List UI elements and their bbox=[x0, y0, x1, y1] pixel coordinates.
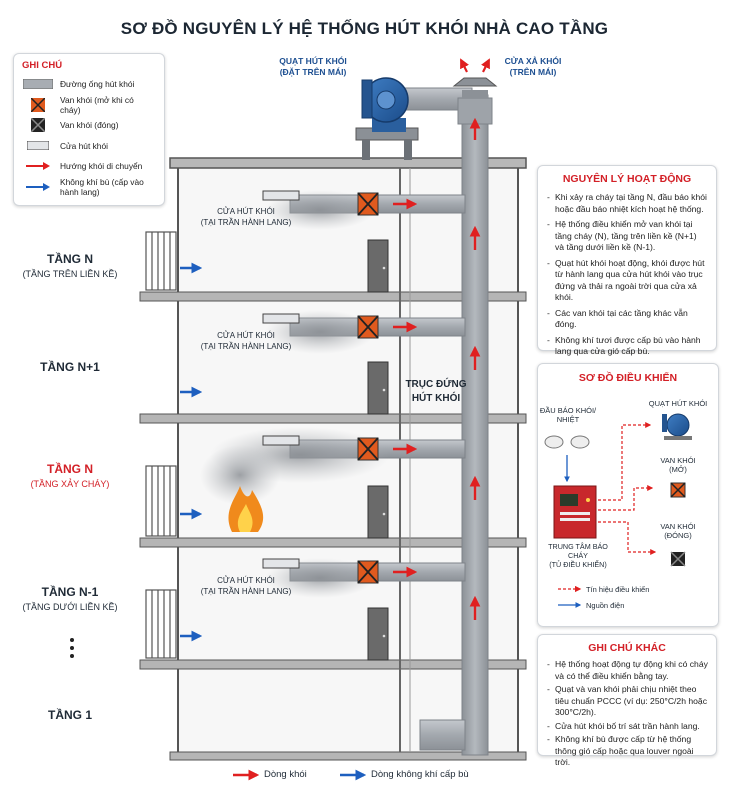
door bbox=[367, 607, 389, 661]
legend-item-makeup-air: Không khí bù (cấp vào hành lang) bbox=[22, 177, 156, 198]
power-legend-label: Nguồn điện bbox=[586, 601, 625, 610]
bottom-legend-air: Dòng không khí cấp bù bbox=[371, 769, 469, 780]
floor-label: TẦNG N-1(TẦNG DƯỚI LIỀN KỀ) bbox=[22, 585, 118, 612]
smoke-flow-arrow bbox=[393, 117, 481, 620]
fire-alarm-panel-icon bbox=[553, 485, 597, 539]
damper-open-icon bbox=[22, 97, 54, 112]
damper-open-icon bbox=[357, 192, 379, 216]
list-item: Hệ thống điều khiển mở van khói tại tầng… bbox=[546, 219, 708, 254]
control-diagram bbox=[544, 413, 692, 608]
grille-label: CỬA HÚT KHÓI(TẠI TRẦN HÀNH LANG) bbox=[200, 207, 292, 227]
grille-label: CỬA HÚT KHÓI(TẠI TRẦN HÀNH LANG) bbox=[200, 576, 292, 596]
principle-list: Khi xảy ra cháy tại tầng N, đầu báo khói… bbox=[546, 192, 708, 358]
fan-label: QUẠT HÚT KHÓI(ĐẶT TRÊN MÁI) bbox=[279, 56, 347, 77]
smoke-exhaust-fan-icon bbox=[355, 77, 419, 160]
list-item: Cửa hút khói bố trí sát trần hành lang. bbox=[546, 721, 708, 733]
damper-closed-icon bbox=[22, 118, 54, 133]
damper-open-icon bbox=[670, 482, 686, 498]
balcony-railing bbox=[145, 231, 177, 659]
principle-panel: NGUYÊN LÝ HOẠT ĐỘNG Khi xảy ra cháy tại … bbox=[537, 165, 717, 356]
list-item: Các van khói tại các tầng khác vẫn đóng. bbox=[546, 308, 708, 331]
duct-icon bbox=[22, 77, 54, 91]
floor-label: TẦNG 1 bbox=[47, 708, 92, 722]
control-title: SƠ ĐỒ ĐIỀU KHIỂN bbox=[578, 372, 678, 384]
damper-open-label: VAN KHÓI(MỞ) bbox=[660, 456, 696, 474]
legend-panel: GHI CHÚ Đường ống hút khói Van khói (mở … bbox=[13, 53, 165, 206]
signal-legend-label: Tín hiệu điều khiển bbox=[586, 585, 650, 594]
legend-item-grille: Cửa hút khói bbox=[22, 136, 156, 157]
smoke-grille-icon bbox=[22, 139, 54, 153]
damper-open-icon bbox=[357, 315, 379, 339]
list-item: Quạt và van khói phải chịu nhiệt theo ti… bbox=[546, 684, 708, 719]
floor-label: TẦNG N(TẦNG TRÊN LIỀN KỀ) bbox=[22, 252, 118, 279]
page-title: SƠ ĐỒ NGUYÊN LÝ HỆ THỐNG HÚT KHÓI NHÀ CA… bbox=[120, 19, 609, 39]
notes-list: Hệ thống hoạt động tự động khi có cháy v… bbox=[546, 659, 708, 769]
ellipsis-dots bbox=[70, 638, 74, 658]
list-item: Khi xảy ra cháy tại tầng N, đầu báo khói… bbox=[546, 192, 708, 215]
grille-label: CỬA HÚT KHÓI(TẠI TRẦN HÀNH LANG) bbox=[200, 331, 292, 351]
red-arrow-icon bbox=[22, 159, 54, 173]
damper-open-icon bbox=[357, 560, 379, 584]
detector-label: ĐẦU BÁO KHÓI/NHIỆT bbox=[539, 406, 597, 424]
blue-arrow-icon bbox=[22, 180, 54, 194]
outlet-label: CỬA XẢ KHÓI(TRÊN MÁI) bbox=[504, 56, 562, 77]
legend-item-duct: Đường ống hút khói bbox=[22, 74, 156, 95]
legend-title: GHI CHÚ bbox=[22, 60, 63, 71]
smoke-detector-icon bbox=[544, 435, 590, 449]
floor-label-fire: TẦNG N(TẦNG XẢY CHÁY) bbox=[30, 462, 110, 489]
damper-closed-icon bbox=[670, 551, 686, 567]
list-item: Không khí tươi được cấp bù vào hành lang… bbox=[546, 335, 708, 358]
list-item: Quạt hút khói hoạt động, khói được hút t… bbox=[546, 258, 708, 304]
door bbox=[367, 361, 389, 415]
notes-panel: GHI CHÚ KHÁC Hệ thống hoạt động tự động … bbox=[537, 634, 717, 767]
legend-item-smoke-direction: Hướng khói di chuyển bbox=[22, 156, 156, 177]
bottom-legend-smoke: Dòng khói bbox=[264, 769, 307, 780]
legend-item-damper-open: Van khói (mở khi có cháy) bbox=[22, 95, 156, 116]
smoke-outlet-icon bbox=[452, 58, 498, 98]
door bbox=[367, 485, 389, 539]
damper-open-icon bbox=[357, 437, 379, 461]
fire-icon bbox=[228, 486, 264, 532]
list-item: Không khí bù được cấp từ hệ thống thông … bbox=[546, 734, 708, 769]
floor-label: TẦNG N+1 bbox=[40, 360, 100, 374]
control-fan-label: QUẠT HÚT KHÓI bbox=[648, 399, 708, 408]
damper-closed-label: VAN KHÓI(ĐÓNG) bbox=[660, 522, 696, 540]
principle-title: NGUYÊN LÝ HOẠT ĐỘNG bbox=[562, 173, 692, 185]
notes-title: GHI CHÚ KHÁC bbox=[588, 642, 666, 654]
list-item: Hệ thống hoạt động tự động khi có cháy v… bbox=[546, 659, 708, 682]
door bbox=[367, 239, 389, 293]
makeup-air-arrow bbox=[180, 262, 203, 642]
alarm-panel-label: TRUNG TÂM BÁO CHÁY(TỦ ĐIỀU KHIỂN) bbox=[548, 542, 608, 569]
legend-item-damper-closed: Van khói (đóng) bbox=[22, 115, 156, 136]
smoke-grille-icon bbox=[262, 190, 300, 569]
smoke-exhaust-fan-icon bbox=[662, 413, 692, 440]
control-panel: SƠ ĐỒ ĐIỀU KHIỂN bbox=[537, 363, 719, 627]
